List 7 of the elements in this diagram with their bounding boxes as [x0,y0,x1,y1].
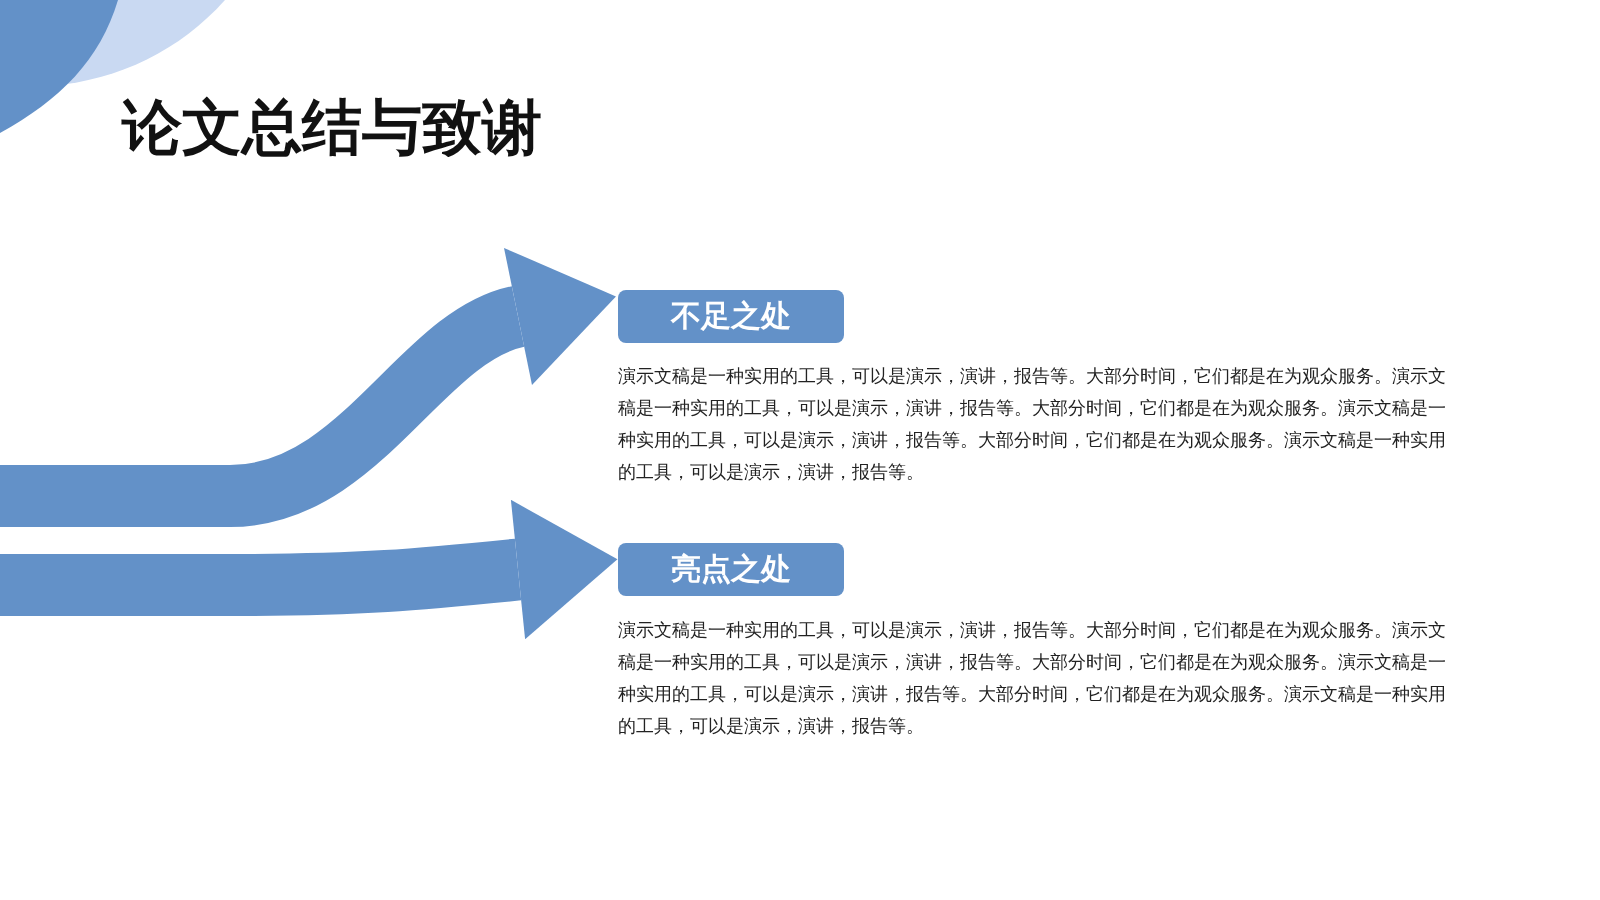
body-text: 演示文稿是一种实用的工具，可以是演示，演讲，报告等。大部分时间，它们都是在为观众服务。演示文稿是一种实用的工具，可以是演示，演讲，报告等。大部分时间，它们都是在为观众服务。演示文稿是一种实用的工具，可以是演示，演讲，报告等。大部分时间，它们都是在为观众服务。演示文稿是一种实用的工具，可以是演示，演讲，报告等。 [618,364,1447,484]
slide-title: 论文总结与致谢 [122,91,542,164]
arrow [0,499,618,640]
heading-label: 亮点之处 [618,543,844,596]
body-text: 演示文稿是一种实用的工具，可以是演示，演讲，报告等。大部分时间，它们都是在为观众服务。演示文稿是一种实用的工具，可以是演示，演讲，报告等。大部分时间，它们都是在为观众服务。演示文稿是一种实用的工具，可以是演示，演讲，报告等。大部分时间，它们都是在为观众服务。演示文稿是一种实用的工具，可以是演示，演讲，报告等。 [618,618,1447,738]
arrow [0,249,614,527]
heading-label: 不足之处 [618,290,844,343]
